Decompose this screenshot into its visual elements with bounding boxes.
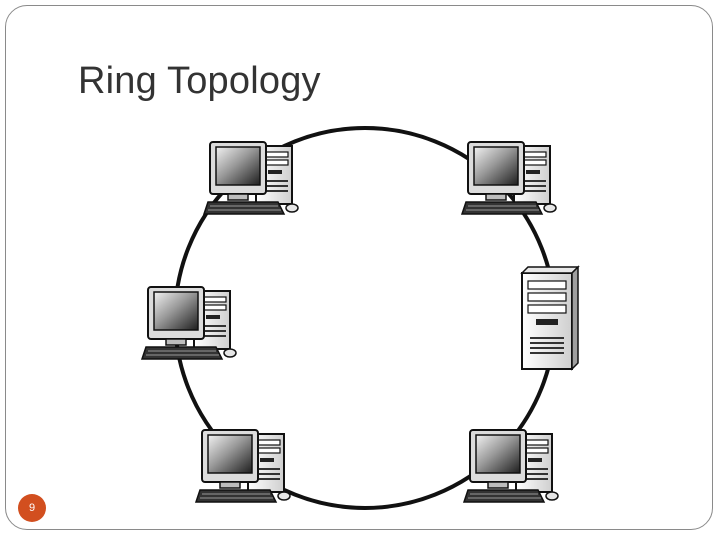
workstation-bottom-right-icon: [463, 429, 559, 503]
workstation-left-icon: [141, 286, 237, 360]
slide-title: Ring Topology: [78, 60, 321, 102]
slide-frame: [5, 5, 713, 530]
workstation-top-left-icon: [203, 141, 299, 215]
workstation-bottom-left-icon: [195, 429, 291, 503]
tower-server-icon: [521, 266, 579, 370]
page-number-badge: 9: [18, 494, 46, 522]
workstation-top-right-icon: [461, 141, 557, 215]
